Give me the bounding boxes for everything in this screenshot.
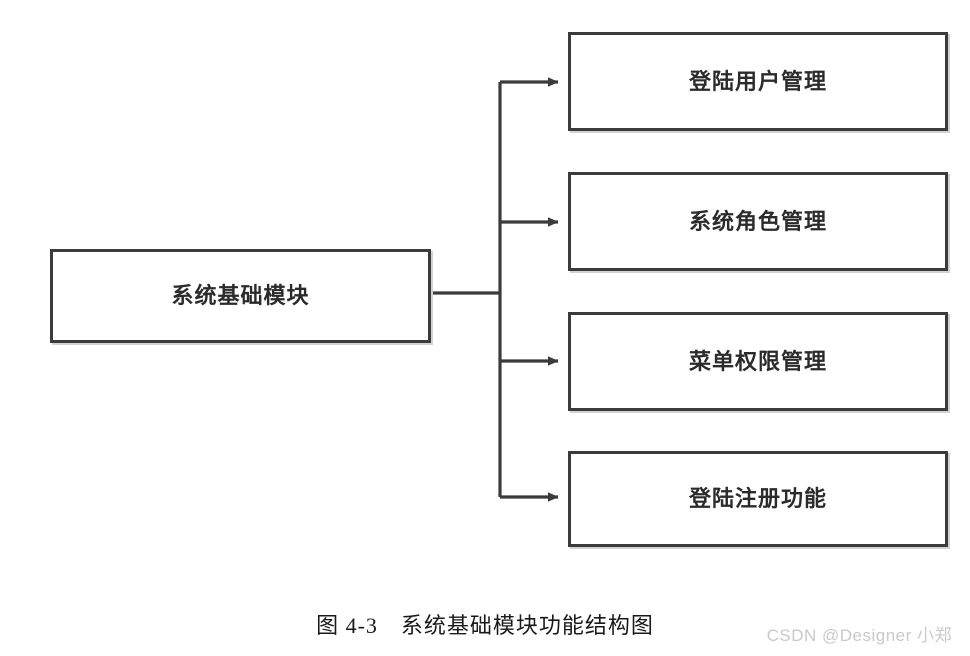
node-child-login-user-management[interactable]: 登陆用户管理 <box>568 32 948 131</box>
node-root-label: 系统基础模块 <box>171 283 310 308</box>
node-child-0-label: 登陆用户管理 <box>688 68 827 94</box>
watermark-text: CSDN @Designer 小郑 <box>766 626 952 645</box>
node-child-system-role-management[interactable]: 系统角色管理 <box>568 172 948 271</box>
node-child-2-label: 菜单权限管理 <box>688 348 827 374</box>
node-child-menu-permission-management[interactable]: 菜单权限管理 <box>568 312 948 411</box>
node-child-1-label: 系统角色管理 <box>688 208 827 234</box>
node-root[interactable]: 系统基础模块 <box>50 249 431 343</box>
node-child-login-register-function[interactable]: 登陆注册功能 <box>568 451 948 547</box>
node-child-3-label: 登陆注册功能 <box>688 486 827 511</box>
figure-caption: 图 4-3 系统基础模块功能结构图 <box>316 613 654 638</box>
